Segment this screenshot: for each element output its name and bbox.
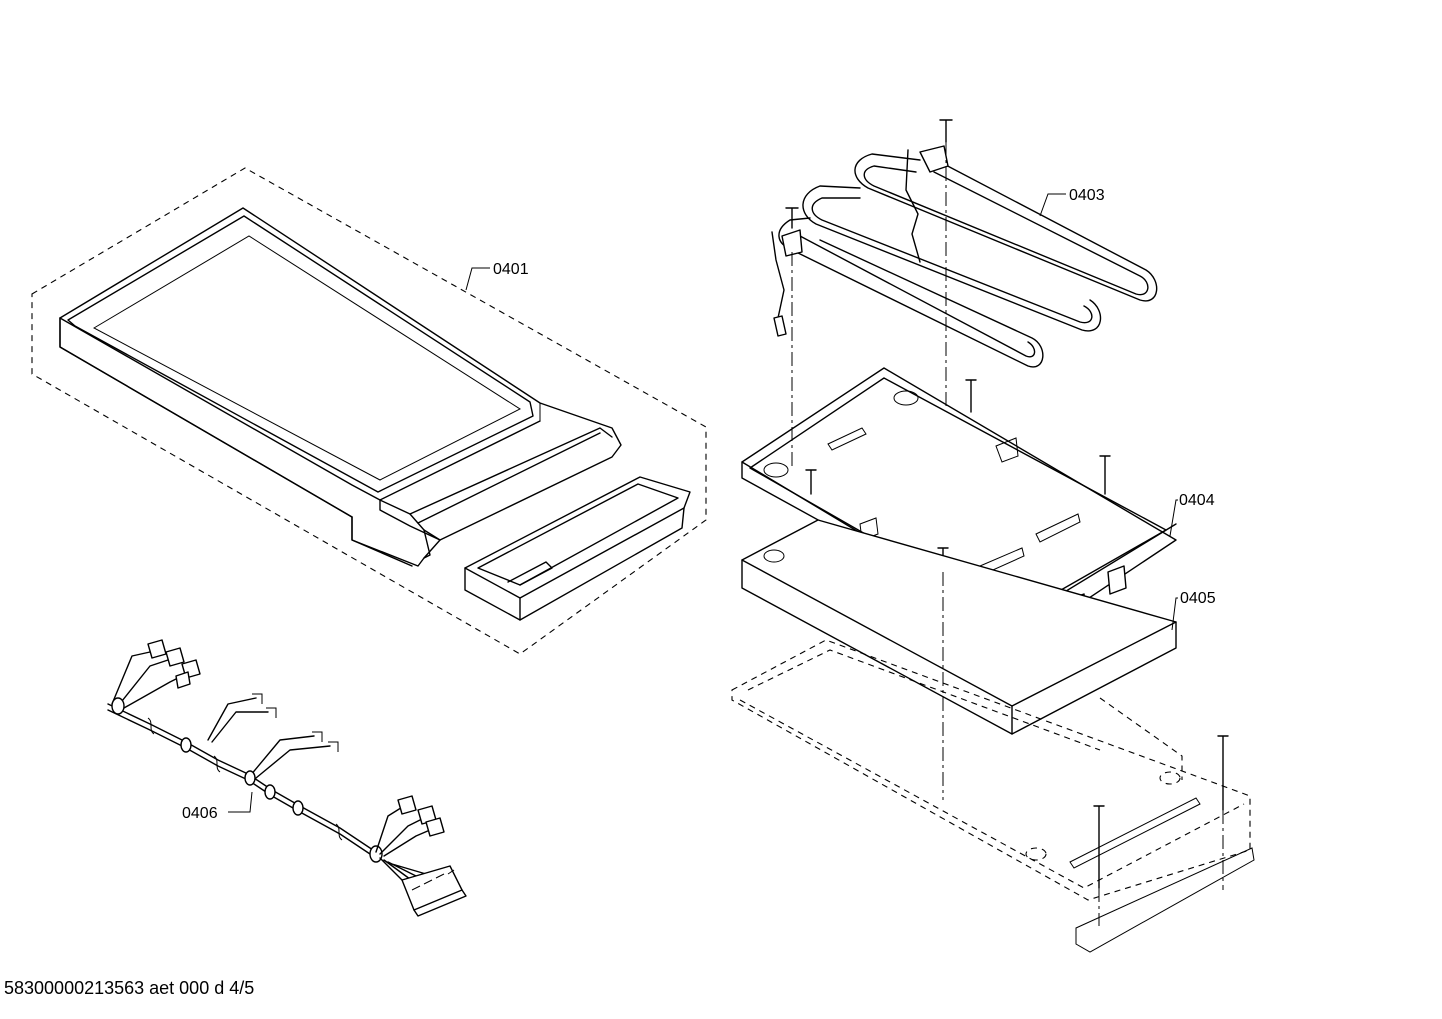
assembly-lines: [791, 142, 1224, 926]
label-0401: 0401: [493, 261, 529, 278]
part-0401-griddle: [31, 167, 707, 655]
label-0404: 0404: [1179, 492, 1215, 509]
part-0405-insulation: [741, 519, 1177, 735]
label-0403: 0403: [1069, 187, 1105, 204]
label-0405: 0405: [1180, 590, 1216, 607]
label-0406: 0406: [182, 805, 218, 822]
part-0406-wiring-harness: [107, 639, 467, 917]
part-0403-heating-element: [771, 119, 1158, 368]
leader-lines: [228, 193, 1178, 813]
document-reference: 58300000213563 aet 000 d 4/5: [4, 978, 255, 998]
